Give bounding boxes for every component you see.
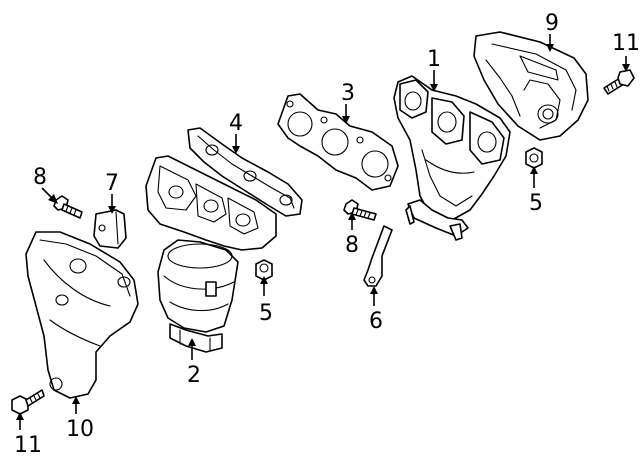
- callout-5-right: 5: [529, 191, 543, 216]
- part-8-bolt-center: [343, 199, 377, 221]
- callout-7: 7: [105, 171, 119, 196]
- callout-8-center: 8: [345, 233, 359, 258]
- part-11-bolt-top: [603, 69, 635, 95]
- part-6-bracket: [363, 225, 393, 287]
- part-3-gasket: [277, 93, 399, 191]
- part-5-nut-center: [255, 259, 273, 281]
- callout-6: 6: [369, 309, 383, 334]
- callout-11-top: 11: [612, 31, 640, 56]
- callout-5-center: 5: [259, 301, 273, 326]
- callout-10: 10: [66, 417, 94, 442]
- part-1-exhaust-manifold: [393, 75, 511, 241]
- part-11-bolt-bottom: [11, 389, 45, 415]
- part-8-bolt-left: [53, 195, 83, 219]
- part-5-nut-right: [525, 147, 543, 169]
- callout-2: 2: [187, 363, 201, 388]
- callout-8-left: 8: [33, 165, 47, 190]
- leader-arrows: [16, 34, 630, 430]
- part-10-lower-heat-shield: [25, 231, 139, 399]
- callout-9: 9: [545, 11, 559, 36]
- part-7-bracket: [93, 209, 127, 249]
- callout-1: 1: [427, 47, 441, 72]
- callout-4: 4: [229, 111, 243, 136]
- callout-3: 3: [341, 81, 355, 106]
- part-2-exhaust-manifold-converter: [145, 155, 277, 353]
- part-4-gasket: [187, 127, 303, 217]
- callout-11-bottom: 11: [14, 433, 42, 458]
- callout-labels: 1 2 3 4 5 5 6 7 8 8 9 10 11 11: [14, 11, 640, 458]
- part-9-upper-heat-shield: [473, 31, 589, 141]
- arrow-8-left: [41, 187, 53, 199]
